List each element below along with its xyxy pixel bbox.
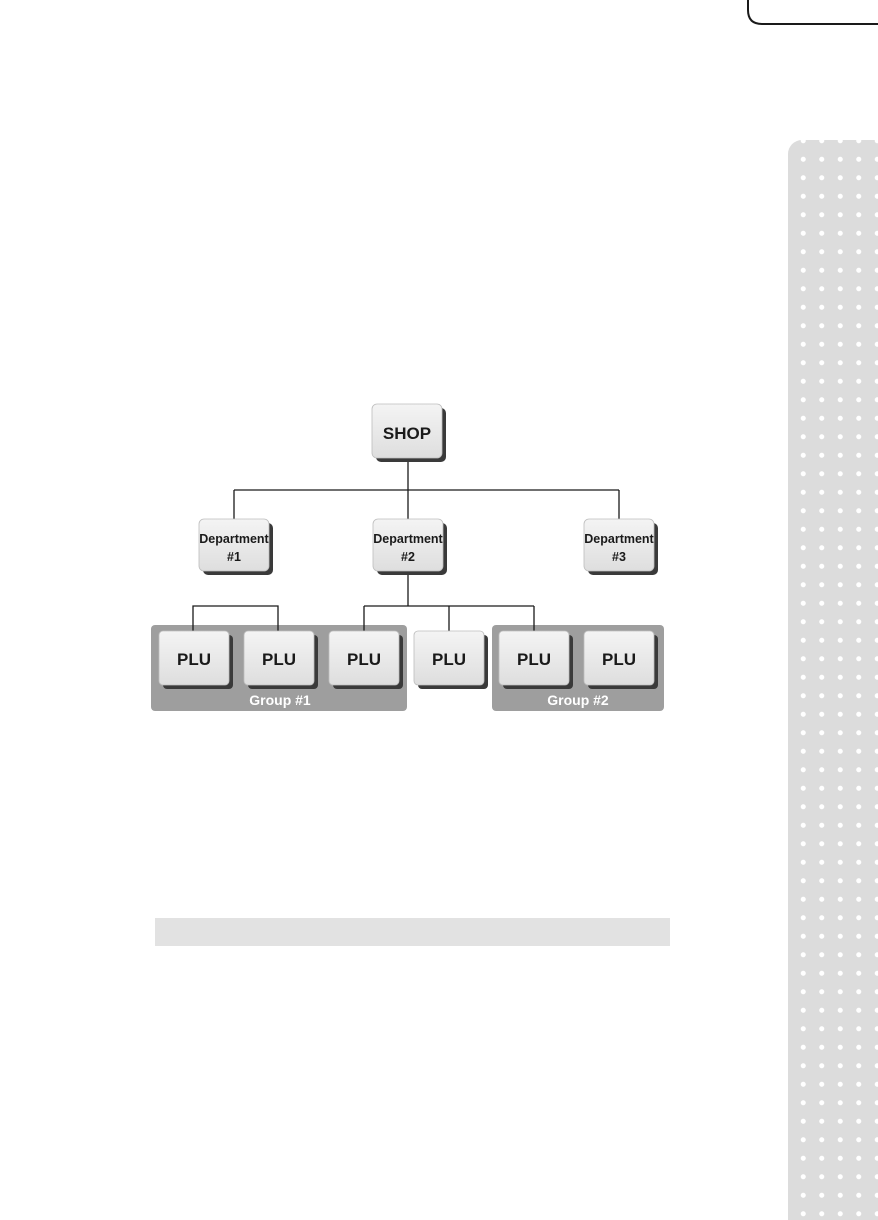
department-node-1: Department #1	[199, 519, 273, 575]
department-3-line2: #3	[612, 550, 626, 564]
department-2-line2: #2	[401, 550, 415, 564]
department-1-line2: #1	[227, 550, 241, 564]
plu-node-6: PLU	[584, 631, 658, 689]
plu-node-2: PLU	[244, 631, 318, 689]
plu-5-label: PLU	[517, 650, 551, 669]
plu-node-1: PLU	[159, 631, 233, 689]
plu-1-label: PLU	[177, 650, 211, 669]
plu-3-label: PLU	[347, 650, 381, 669]
plu-6-label: PLU	[602, 650, 636, 669]
plu-node-5: PLU	[499, 631, 573, 689]
plu-2-label: PLU	[262, 650, 296, 669]
plu-node-4: PLU	[414, 631, 488, 689]
department-3-line1: Department	[584, 532, 654, 546]
group-1-label: Group #1	[249, 692, 311, 708]
plu-4-label: PLU	[432, 650, 466, 669]
department-2-line1: Department	[373, 532, 443, 546]
shop-node: SHOP	[372, 404, 446, 462]
group-2-label: Group #2	[547, 692, 609, 708]
plu-node-3: PLU	[329, 631, 403, 689]
department-node-2: Department #2	[373, 519, 447, 575]
shop-label: SHOP	[383, 424, 431, 443]
department-1-line1: Department	[199, 532, 269, 546]
department-node-3: Department #3	[584, 519, 658, 575]
section-header-bar	[155, 918, 670, 946]
